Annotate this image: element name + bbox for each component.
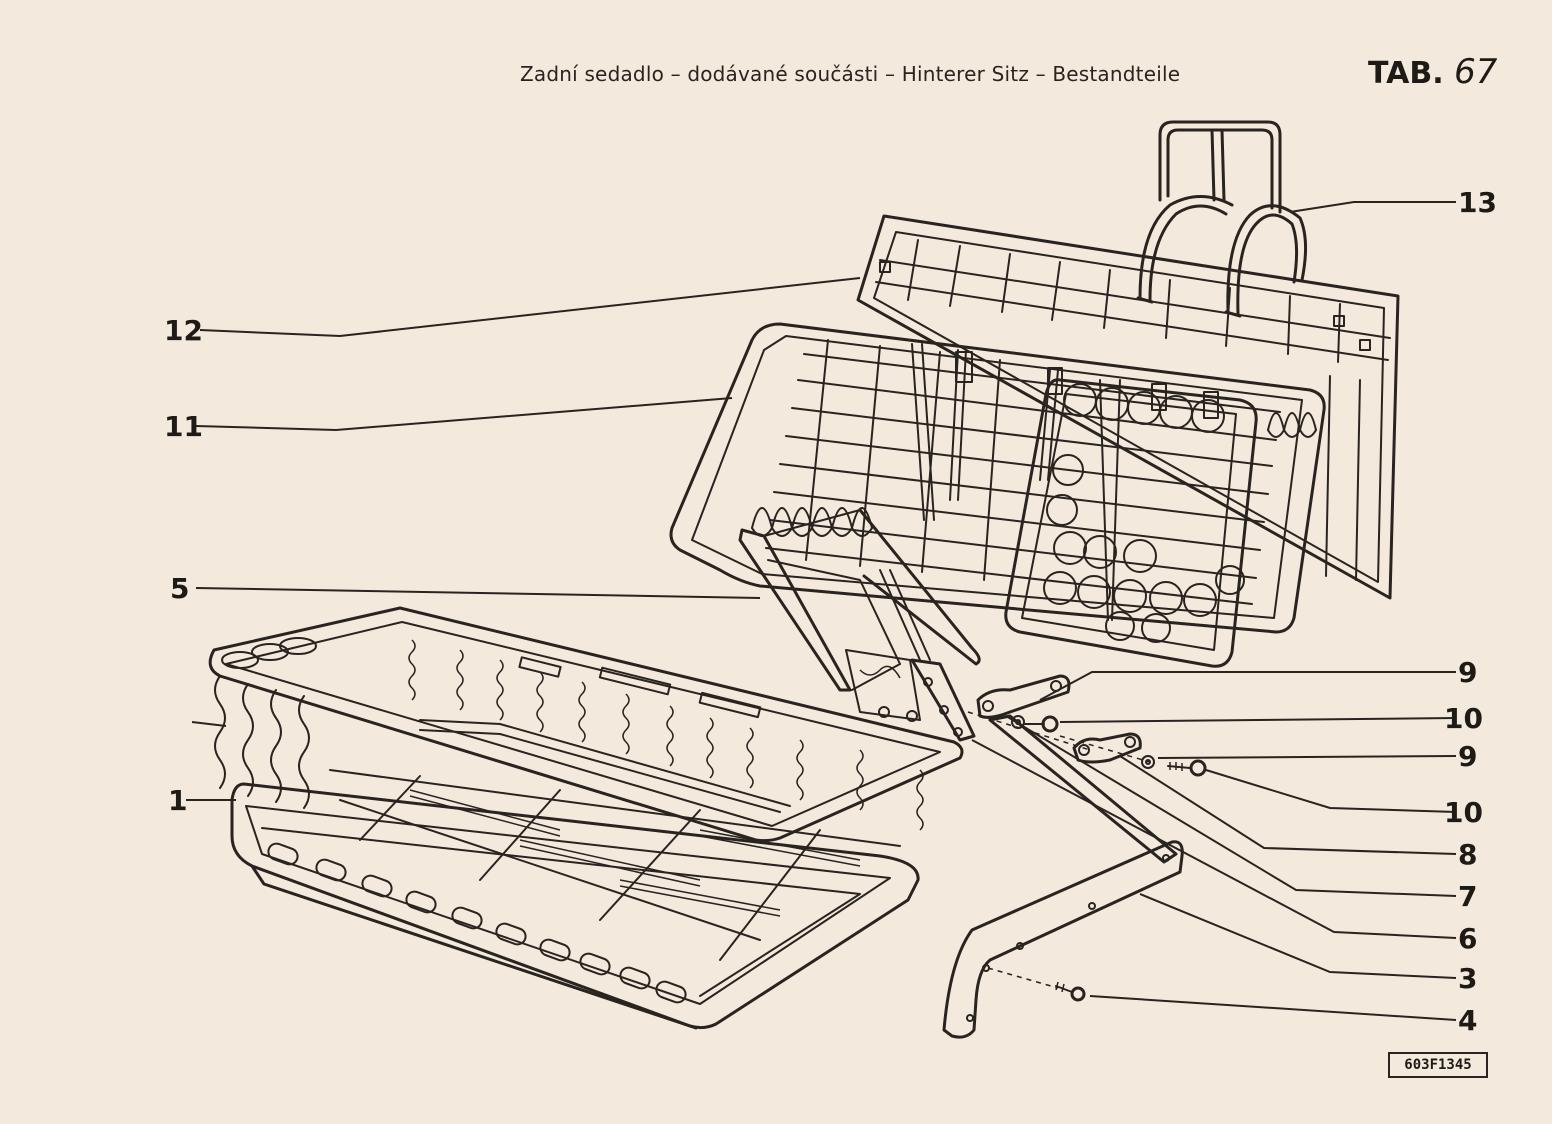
callout-13: 13 xyxy=(1458,186,1497,219)
table-prefix: TAB. xyxy=(1368,56,1444,91)
part-spring-bracket xyxy=(738,507,981,742)
backrest-spring-grid xyxy=(911,343,1317,668)
part-seat-base-frame xyxy=(230,769,920,1030)
callout-8: 8 xyxy=(1458,838,1477,871)
part-hinge-plate-lower xyxy=(1072,732,1142,764)
callout-7: 7 xyxy=(1458,880,1477,913)
callout-10-lower: 10 xyxy=(1444,796,1483,829)
part-headrest-frame xyxy=(1136,120,1307,318)
callout-6: 6 xyxy=(1458,922,1477,955)
callout-3: 3 xyxy=(1458,962,1477,995)
leader-lines xyxy=(186,201,1457,1021)
callout-9-lower: 9 xyxy=(1458,740,1477,773)
table-number: 67 xyxy=(1454,52,1498,92)
seat-spring-unit xyxy=(208,606,964,843)
part-long-arm xyxy=(988,714,1178,864)
table-label: TAB. 67 xyxy=(1368,52,1497,92)
callout-11: 11 xyxy=(164,410,203,443)
part-washers-screws xyxy=(967,711,1207,1002)
callout-5: 5 xyxy=(170,572,189,605)
page-title: Zadní sedadlo – dodávané součásti – Hint… xyxy=(520,62,1181,86)
callout-10-upper: 10 xyxy=(1444,702,1483,735)
drawing-code-box: 603F1345 xyxy=(1388,1052,1488,1078)
part-backrest-board xyxy=(856,214,1400,600)
callout-12: 12 xyxy=(164,314,203,347)
part-side-arm xyxy=(942,840,1184,1039)
callout-1: 1 xyxy=(168,784,187,817)
callout-4: 4 xyxy=(1458,1004,1477,1037)
part-hinge-plate-upper xyxy=(976,674,1071,719)
callout-9-upper: 9 xyxy=(1458,656,1477,689)
